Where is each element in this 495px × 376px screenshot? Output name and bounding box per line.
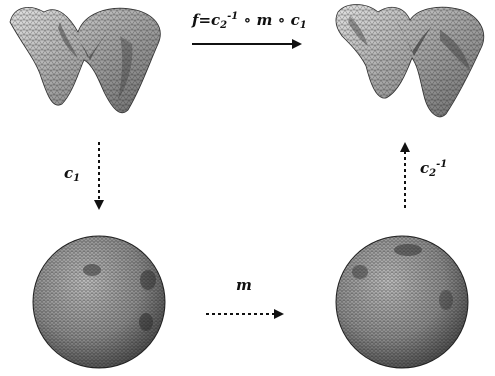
label-f-composition: f=c2-1 ∘ m ∘ c1 [192,12,307,31]
sphere-mesh-right [336,236,468,368]
label-c1: c1 [64,166,80,184]
tooth-mesh-original [10,7,160,112]
label-m: m [236,278,252,293]
tooth-mesh-mapped [336,5,484,117]
label-c2-inverse: c2-1 [420,160,447,179]
sphere-mesh-left [33,236,165,368]
